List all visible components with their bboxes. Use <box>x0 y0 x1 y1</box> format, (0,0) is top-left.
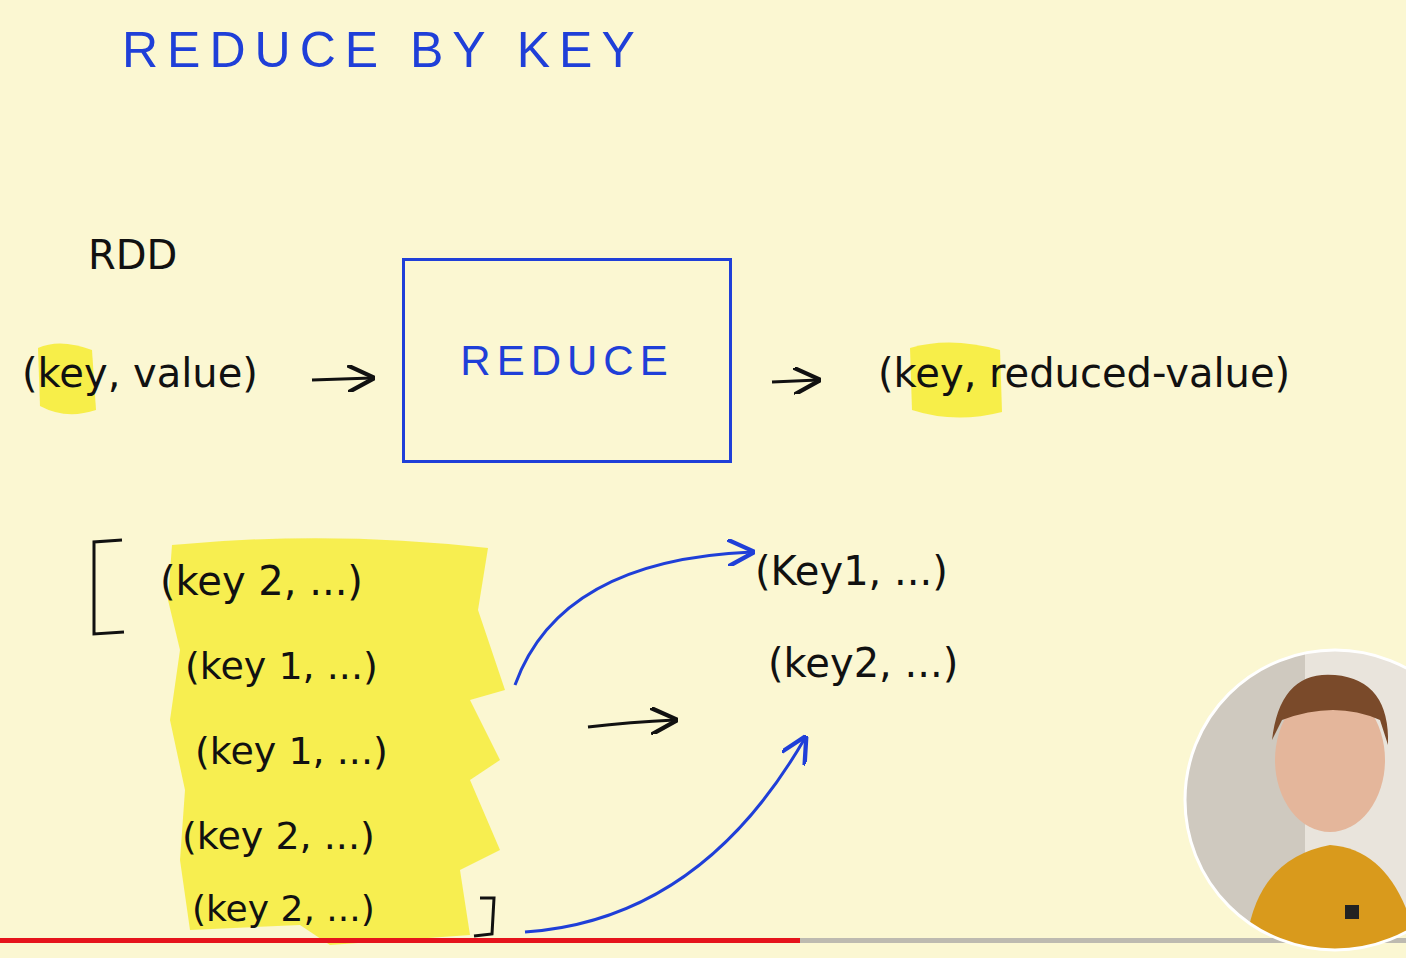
result-item: (key2, ...) <box>768 640 958 686</box>
result-item: (Key1, ...) <box>755 548 948 594</box>
progress-played <box>0 938 800 943</box>
output-pair: (key, reduced-value) <box>878 350 1290 396</box>
list-item: (key 2, ...) <box>192 888 375 929</box>
diagram-title: REDUCE BY KEY <box>122 22 644 80</box>
flow-arrow <box>772 380 818 382</box>
box-label: REDUCE <box>460 337 673 385</box>
list-item: (key 1, ...) <box>195 730 388 774</box>
list-bracket <box>94 540 124 634</box>
flow-arrow <box>312 378 372 380</box>
progress-track <box>0 938 1406 943</box>
list-item: (key 2, ...) <box>182 815 375 859</box>
collection-name: RDD <box>88 232 177 278</box>
list-item: (key 1, ...) <box>185 645 378 689</box>
flow-arrow <box>588 720 675 727</box>
webcam <box>1185 650 1406 958</box>
webcam-frame <box>1185 650 1406 950</box>
list-bracket <box>474 898 494 936</box>
input-pair: (key, value) <box>22 350 258 396</box>
process-box: REDUCE <box>402 258 732 463</box>
group-arrow <box>515 552 752 685</box>
list-item: (key 2, ...) <box>160 558 363 604</box>
group-arrow <box>525 738 805 932</box>
